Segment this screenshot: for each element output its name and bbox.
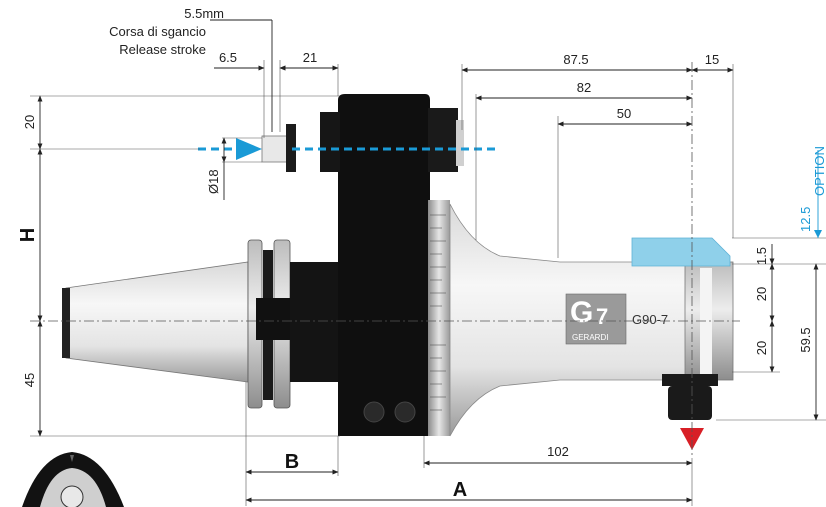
tool-illustration: G 7 GERARDI G90-7 bbox=[62, 94, 734, 450]
brand-name: GERARDI bbox=[572, 333, 608, 342]
tip-marker bbox=[680, 428, 704, 450]
dim-6-5: 6.5 bbox=[219, 50, 237, 65]
release-arrow bbox=[236, 138, 262, 160]
option-insert-holder bbox=[631, 237, 731, 267]
dim-diam-18: Ø18 bbox=[206, 169, 221, 194]
dim-20-upper: 20 bbox=[754, 287, 769, 301]
brand-logo-g: G bbox=[570, 296, 593, 329]
taper-tang bbox=[62, 288, 70, 358]
dim-a: A bbox=[453, 479, 467, 501]
scale-ring bbox=[428, 200, 450, 436]
stroke-english-label: Release stroke bbox=[119, 42, 206, 57]
dim-b: B bbox=[285, 451, 299, 473]
boring-head-highlight bbox=[700, 268, 712, 374]
front-view-partial bbox=[22, 452, 124, 507]
release-pin-collar bbox=[286, 124, 296, 172]
dim-87-5: 87.5 bbox=[563, 52, 588, 67]
lower-nut bbox=[668, 386, 712, 420]
dim-1-5: 1.5 bbox=[754, 247, 769, 265]
taper-shank bbox=[65, 261, 249, 383]
dim-21: 21 bbox=[303, 50, 317, 65]
stroke-value-label: 5.5mm bbox=[184, 6, 224, 21]
release-cap bbox=[428, 108, 458, 172]
dim-h: H bbox=[17, 228, 39, 242]
option-label: OPTION bbox=[812, 146, 826, 196]
release-pin bbox=[261, 135, 289, 163]
dim-20-top: 20 bbox=[22, 115, 37, 129]
release-cap-edge bbox=[456, 120, 464, 166]
brand-logo-plate bbox=[565, 293, 627, 345]
dim-12-5-option: 12.5 bbox=[798, 207, 813, 232]
stroke-italian-label: Corsa di sgancio bbox=[109, 24, 206, 39]
dim-20-lower: 20 bbox=[754, 341, 769, 355]
main-body bbox=[338, 94, 430, 436]
scale-ticks bbox=[430, 214, 446, 411]
flange-key bbox=[256, 298, 292, 340]
body-bolt-2 bbox=[394, 401, 416, 423]
lower-collet bbox=[662, 374, 718, 386]
release-block bbox=[320, 112, 340, 172]
dim-102: 102 bbox=[547, 444, 569, 459]
dim-45: 45 bbox=[22, 373, 37, 387]
body-neck bbox=[290, 262, 338, 382]
brand-logo-7: 7 bbox=[596, 304, 608, 329]
model-label: G90-7 bbox=[632, 312, 668, 327]
dim-50: 50 bbox=[617, 106, 631, 121]
dim-59-5: 59.5 bbox=[798, 327, 813, 352]
extension-lines bbox=[30, 60, 826, 506]
body-bolt-1 bbox=[363, 401, 385, 423]
dim-15: 15 bbox=[705, 52, 719, 67]
dim-82: 82 bbox=[577, 80, 591, 95]
dimension-lines bbox=[37, 19, 822, 503]
